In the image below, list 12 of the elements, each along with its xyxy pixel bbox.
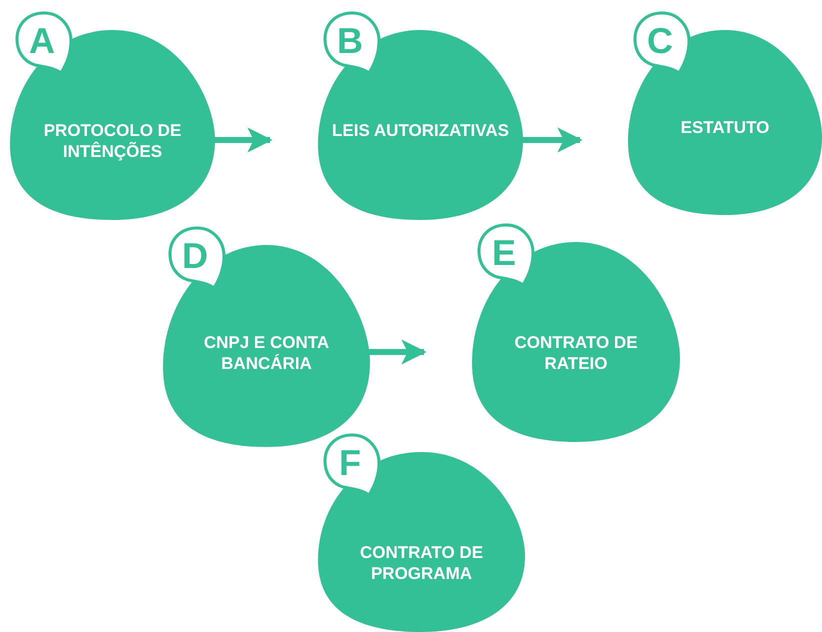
step-blob xyxy=(10,10,215,220)
step-label: ESTATUTO xyxy=(680,117,770,138)
step-blob xyxy=(318,10,523,220)
step-label: CONTRATO DE PROGRAMA xyxy=(358,542,484,584)
step-label: CONTRATO DE RATEIO xyxy=(513,332,639,374)
step-label: LEIS AUTORIZATIVAS xyxy=(331,120,510,141)
step-blob xyxy=(472,222,680,442)
step-blob xyxy=(163,225,370,447)
step-label: CNPJ E CONTA BANCÁRIA xyxy=(202,332,330,374)
step-blob xyxy=(318,432,525,632)
step-label: PROTOCOLO DE INTÊNÇÕES xyxy=(42,120,182,162)
step-blob xyxy=(628,10,822,215)
